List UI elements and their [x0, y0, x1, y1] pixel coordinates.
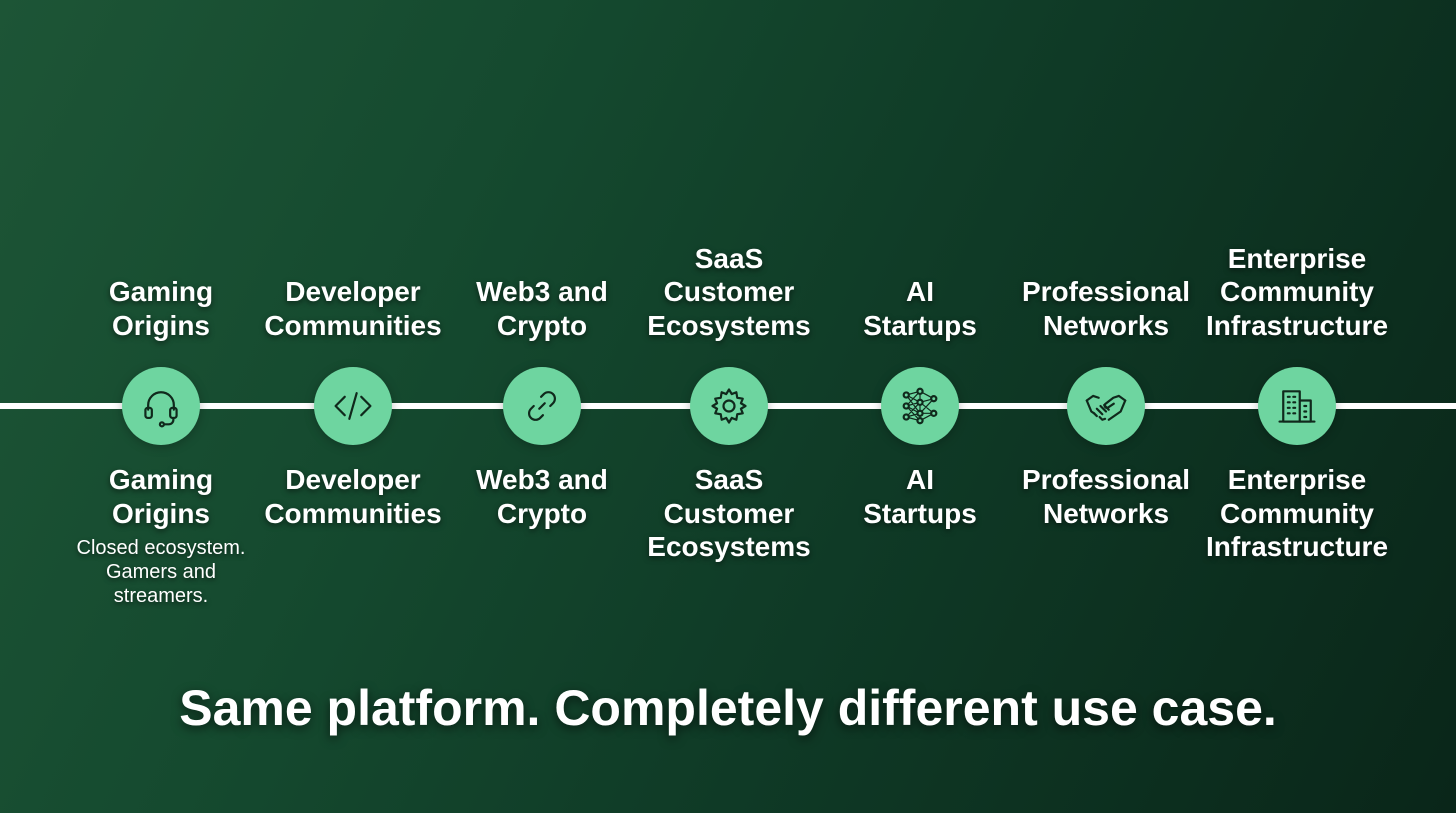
title-line: Startups — [863, 309, 977, 341]
stage-title-top: Enterprise Community Infrastructure — [1187, 242, 1407, 343]
title-line: Ecosystems — [647, 309, 811, 341]
stage-professional-networks: Professional Networks Professional Netwo… — [996, 0, 1216, 813]
stage-node — [503, 367, 581, 445]
stage-title-bottom: SaaS Customer Ecosystems — [619, 463, 839, 564]
title-line: Origins — [111, 309, 210, 341]
title-line: Customer — [663, 276, 795, 307]
title-line: Infrastructure — [1205, 309, 1389, 341]
title-line: Ecosystems — [647, 531, 811, 562]
stage-title-bottom: AI Startups — [810, 463, 1030, 530]
stage-node — [314, 367, 392, 445]
title-line: Enterprise — [1227, 242, 1367, 274]
neural-network-icon — [902, 387, 938, 425]
title-line: Communities — [264, 309, 442, 341]
code-icon — [334, 392, 372, 420]
title-line: AI — [906, 276, 934, 307]
title-line: Gaming — [108, 276, 214, 307]
description-line: Gamers and — [105, 561, 217, 583]
title-line: Gaming — [108, 464, 214, 495]
stage-title-top: SaaS Customer Ecosystems — [619, 242, 839, 343]
title-line: Enterprise — [1227, 464, 1367, 495]
link-icon — [528, 391, 556, 421]
handshake-icon — [1085, 394, 1127, 421]
description-line: streamers. — [113, 585, 209, 607]
stage-title-bottom: Professional Networks — [996, 463, 1216, 530]
description-line: Closed ecosystem. — [76, 537, 246, 559]
stage-title-bottom: Enterprise Community Infrastructure — [1187, 463, 1407, 564]
stage-enterprise-community-infrastructure: Enterprise Community Infrastructure Ente… — [1187, 0, 1407, 813]
title-line: Developer — [285, 464, 421, 495]
title-line: Professional — [1021, 276, 1191, 307]
title-line: Customer — [663, 497, 795, 529]
stage-saas-customer-ecosystems: SaaS Customer Ecosystems SaaS Customer E… — [619, 0, 839, 813]
title-line: Developer — [285, 276, 421, 307]
building-icon — [1278, 390, 1316, 423]
stage-node — [122, 367, 200, 445]
title-line: Web3 and — [476, 464, 608, 495]
stage-node — [690, 367, 768, 445]
stage-title-top: Professional Networks — [996, 275, 1216, 342]
stage-node — [1258, 367, 1336, 445]
stage-description: Closed ecosystem. Gamers and streamers. — [51, 536, 271, 608]
gear-icon — [711, 388, 747, 424]
stage-node — [881, 367, 959, 445]
headset-icon — [144, 391, 178, 428]
title-line: Crypto — [496, 309, 588, 341]
tagline: Same platform. Completely different use … — [179, 680, 1277, 736]
title-line: Community — [1220, 497, 1374, 529]
title-line: Professional — [1021, 464, 1191, 495]
title-line: Community — [1220, 276, 1374, 307]
title-line: Infrastructure — [1205, 531, 1389, 562]
title-line: Networks — [1042, 309, 1170, 341]
stage-title-top: AI Startups — [810, 275, 1030, 342]
stage-title-bottom: Gaming Origins — [51, 463, 271, 530]
stage-developer-communities: Developer Communities Developer Communit… — [243, 0, 463, 813]
title-line: Startups — [863, 497, 977, 529]
stage-title-top: Developer Communities — [243, 275, 463, 342]
title-line: AI — [906, 464, 934, 495]
stage-web3-crypto: Web3 and Crypto Web3 and Crypto — [432, 0, 652, 813]
stage-title-top: Gaming Origins — [51, 275, 271, 342]
title-line: Web3 and — [476, 276, 608, 307]
stage-title-top: Web3 and Crypto — [432, 275, 652, 342]
title-line: Networks — [1042, 497, 1170, 529]
stage-node — [1067, 367, 1145, 445]
stage-title-bottom: Developer Communities — [243, 463, 463, 530]
title-line: Origins — [111, 497, 210, 529]
stage-gaming-origins: Gaming Origins Gaming Origins Closed eco… — [51, 0, 271, 813]
title-line: Communities — [264, 497, 442, 529]
stage-ai-startups: AI Startups AI Startups — [810, 0, 1030, 813]
title-line: SaaS — [694, 242, 764, 274]
stage-title-bottom: Web3 and Crypto — [432, 463, 652, 530]
title-line: Crypto — [496, 497, 588, 529]
title-line: SaaS — [694, 464, 764, 495]
